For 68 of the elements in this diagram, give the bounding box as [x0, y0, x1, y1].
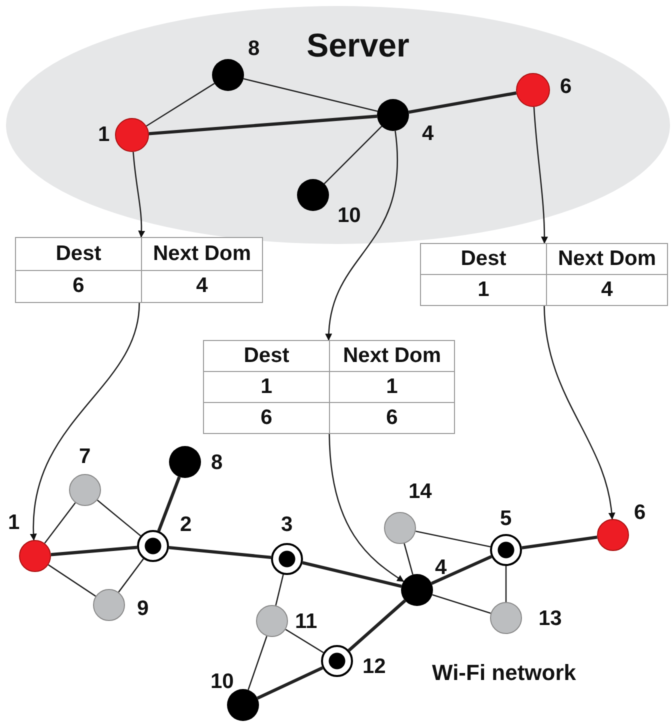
node-number: 10 — [338, 204, 361, 226]
table-cell: 1 — [204, 372, 330, 402]
link-line — [96, 500, 142, 536]
arrow — [326, 130, 398, 341]
node-number: 3 — [281, 514, 293, 534]
table-header: Dest — [204, 340, 330, 372]
table-cell: 6 — [16, 270, 142, 302]
node-number: 13 — [538, 608, 562, 628]
node-number: 6 — [560, 76, 572, 96]
arrow — [132, 152, 145, 238]
node-number: 7 — [79, 446, 91, 466]
link-line — [416, 530, 490, 548]
node-number: 9 — [137, 598, 149, 618]
node-number: 1 — [8, 512, 20, 532]
link-line — [168, 546, 272, 560]
table-cell: 4 — [142, 270, 262, 302]
node-number: 4 — [422, 122, 434, 144]
routing-table — [15, 237, 263, 303]
link-line — [404, 543, 414, 575]
link-line — [256, 666, 324, 700]
node-number: 8 — [248, 38, 260, 58]
link-line — [243, 78, 378, 112]
table-cell: 4 — [546, 274, 668, 306]
link-line — [50, 546, 138, 556]
link-line — [146, 82, 215, 127]
link-line — [275, 574, 284, 606]
table-header: Dest — [420, 244, 546, 274]
node-number: 6 — [634, 502, 646, 522]
region-title: Server — [306, 28, 410, 62]
node-number: 5 — [500, 508, 512, 528]
arrow — [30, 302, 140, 541]
link-line — [157, 476, 181, 532]
link-line — [44, 502, 76, 544]
link-line — [522, 536, 598, 550]
node-number: 11 — [295, 610, 318, 632]
table-header: Next Dom — [142, 238, 262, 270]
table-cell: 6 — [204, 402, 330, 434]
link-line — [302, 561, 402, 588]
arrow — [533, 106, 548, 244]
link-line — [432, 594, 491, 614]
node-number: 8 — [211, 452, 223, 472]
table-cell: 1 — [420, 274, 546, 306]
link-line — [248, 636, 268, 690]
node-number: 12 — [362, 656, 386, 676]
link-line — [148, 114, 378, 136]
link-line — [430, 555, 492, 585]
link-line — [118, 558, 144, 593]
table-header: Next Dom — [546, 244, 668, 274]
arrow — [328, 434, 404, 582]
node-number: 2 — [180, 514, 192, 534]
table-header: Dest — [16, 238, 142, 270]
link-line — [285, 628, 324, 654]
table-cell: 6 — [330, 402, 454, 434]
table-cell: 1 — [330, 372, 454, 402]
link-line — [408, 91, 517, 114]
node-number: 10 — [210, 670, 234, 692]
network-label: Wi-Fi network — [432, 660, 576, 686]
link-line — [348, 599, 406, 652]
arrow — [544, 306, 615, 520]
table-header: Next Dom — [330, 340, 454, 372]
node-number: 1 — [98, 124, 110, 144]
link-line — [505, 566, 507, 602]
link-line — [48, 564, 96, 597]
node-number: 4 — [435, 556, 447, 578]
node-number: 14 — [408, 480, 432, 502]
routing-table — [420, 243, 668, 306]
link-line — [324, 126, 382, 184]
routing-table — [203, 340, 455, 434]
